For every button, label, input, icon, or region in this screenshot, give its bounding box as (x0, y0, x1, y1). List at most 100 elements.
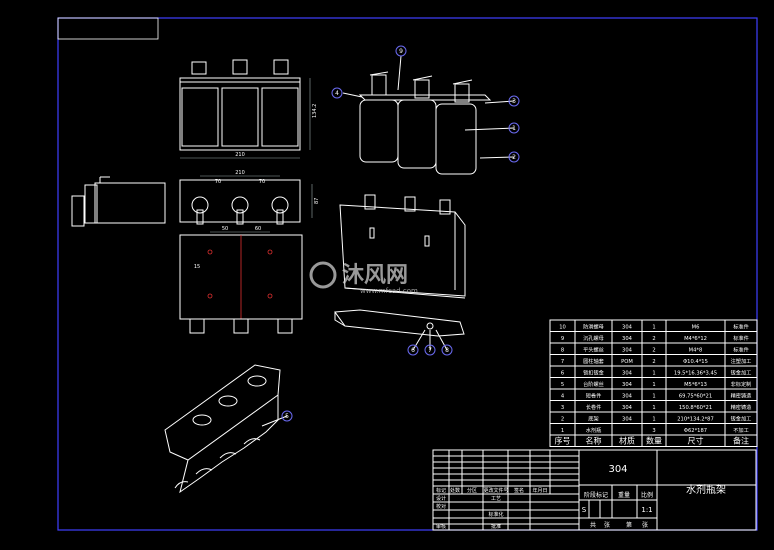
bom-cell-material: 304 (622, 405, 633, 411)
bom-cell-no: 2 (561, 417, 564, 423)
watermark-brand: 沐风网 (342, 263, 408, 288)
svg-text:张: 张 (604, 521, 610, 529)
svg-text:共: 共 (590, 521, 596, 529)
front-width-dim: 210 (235, 152, 245, 158)
svg-text:3: 3 (512, 98, 516, 105)
svg-text:标记: 标记 (436, 487, 446, 494)
bom-cell-no: 10 (559, 325, 566, 331)
balloon-4: 4 (331, 87, 343, 99)
svg-text:设计: 设计 (436, 495, 446, 502)
balloon-7: 7 (424, 344, 436, 356)
spacing-b-dim: 70 (259, 179, 265, 185)
bom-cell-size: 210*134.2*87 (677, 417, 714, 423)
bom-cell-note: 不加工 (733, 426, 749, 434)
svg-text:处数: 处数 (450, 487, 460, 494)
bom-cell-name: 水剂瓶 (586, 426, 602, 434)
bom-cell-qty: 1 (652, 382, 655, 388)
bom-cell-name: 圆柱轴套 (583, 357, 605, 365)
bom-cell-size: M4*8 (689, 348, 703, 354)
bom-cell-note: 非标定制 (731, 380, 752, 388)
bom-cell-size: M5*6*13 (684, 382, 707, 388)
bom-cell-material: POM (621, 359, 633, 365)
balloon-3: 3 (508, 95, 520, 107)
svg-text:签名: 签名 (514, 487, 524, 494)
bom-cell-name: 台阶螺丝 (583, 380, 604, 388)
front-view: 210 134.2 (179, 59, 318, 159)
bom-cell-no: 6 (561, 371, 564, 377)
bracket-part (164, 364, 281, 494)
bom-cell-name: 平头螺丝 (583, 346, 604, 354)
bom-cell-note: 钣金加工 (731, 369, 752, 377)
bom-cell-size: 19.5*16.36*3.45 (674, 371, 717, 377)
svg-text:比例: 比例 (641, 491, 653, 499)
bom-cell-name: 底架 (588, 415, 598, 423)
svg-text:第: 第 (626, 521, 632, 529)
svg-text:重量: 重量 (618, 491, 630, 499)
bom-cell-material: 304 (622, 348, 633, 354)
spacing-a-dim: 70 (215, 179, 221, 185)
bom-cell-qty: 2 (652, 348, 655, 354)
title-corner-box (57, 17, 159, 40)
bom-header-no: 序号 (555, 436, 571, 446)
bom-cell-name: 锁扣钣金 (583, 369, 605, 377)
bom-cell-name: 长卷件 (586, 403, 602, 411)
small-c-dim: 15 (194, 264, 200, 270)
bom-cell-material: 304 (622, 325, 633, 331)
bom-frame (549, 319, 758, 447)
bom-header-size: 尺寸 (688, 436, 704, 446)
bom-cell-note: 标准件 (733, 346, 749, 354)
bom-cell-no: 1 (561, 428, 564, 434)
svg-text:5: 5 (285, 413, 289, 420)
bom-cell-size: M4*6*12 (684, 336, 707, 342)
bom-cell-qty: 1 (652, 417, 655, 423)
bom-cell-name: 沉孔螺母 (583, 334, 604, 342)
bom-cell-size: 150.8*60*21 (679, 405, 712, 411)
svg-text:7: 7 (428, 347, 432, 354)
bom-cell-qty: 1 (652, 405, 655, 411)
svg-text:分区: 分区 (467, 487, 477, 494)
svg-text:6: 6 (411, 347, 415, 354)
svg-text:9: 9 (399, 48, 403, 55)
title-material: 304 (608, 464, 627, 475)
front-height-dim: 134.2 (312, 104, 318, 118)
bom-cell-size: 69.75*60*21 (679, 394, 712, 400)
svg-text:工艺: 工艺 (491, 496, 501, 502)
bom-cell-qty: 2 (652, 359, 655, 365)
bom-header-qty: 数量 (646, 436, 662, 446)
bom-cell-size: Φ10.4*15 (683, 359, 708, 365)
watermark: 沐风网 www.mfcad.com (309, 261, 418, 295)
bom-cell-note: 钣金加工 (731, 415, 752, 423)
bom-cell-size: M6 (692, 325, 700, 331)
svg-text:1: 1 (512, 125, 516, 132)
drawing-frame (57, 17, 758, 531)
bom-cell-qty: 2 (652, 336, 655, 342)
bom-cell-qty: 1 (652, 394, 655, 400)
bom-cell-qty: 1 (652, 325, 655, 331)
bom-cell-note: 标准件 (733, 323, 749, 331)
bom-cell-material: 304 (622, 394, 633, 400)
svg-text:校对: 校对 (436, 503, 446, 510)
bom-cell-no: 4 (561, 394, 565, 400)
bom-cell-name: 防滑螺母 (583, 323, 604, 331)
latch-part (334, 309, 465, 337)
balloon-2: 2 (508, 151, 520, 163)
stage-mark: S (582, 506, 587, 514)
bom-cell-note: 注塑加工 (731, 357, 752, 365)
bom-cell-size: Φ62*187 (684, 428, 707, 434)
svg-text:2: 2 (512, 154, 516, 161)
drawing-name: 水剂瓶架 (686, 483, 726, 496)
bom-cell-note: 精密铸造 (731, 403, 753, 411)
svg-text:更改文件号: 更改文件号 (483, 487, 508, 494)
bom-header-material: 材质 (619, 436, 635, 446)
small-a-dim: 50 (222, 226, 228, 232)
bom-cell-qty: 3 (652, 428, 655, 434)
balloon-8: 8 (441, 344, 453, 356)
bom-header-note: 备注 (733, 436, 749, 446)
isometric-panel (339, 194, 466, 299)
bom-cell-note: 精密铸造 (731, 392, 753, 400)
svg-text:阶段标记: 阶段标记 (584, 491, 608, 499)
balloon-5: 5 (281, 410, 293, 422)
bom-cell-no: 5 (561, 382, 564, 388)
scale-value: 1:1 (641, 506, 652, 514)
